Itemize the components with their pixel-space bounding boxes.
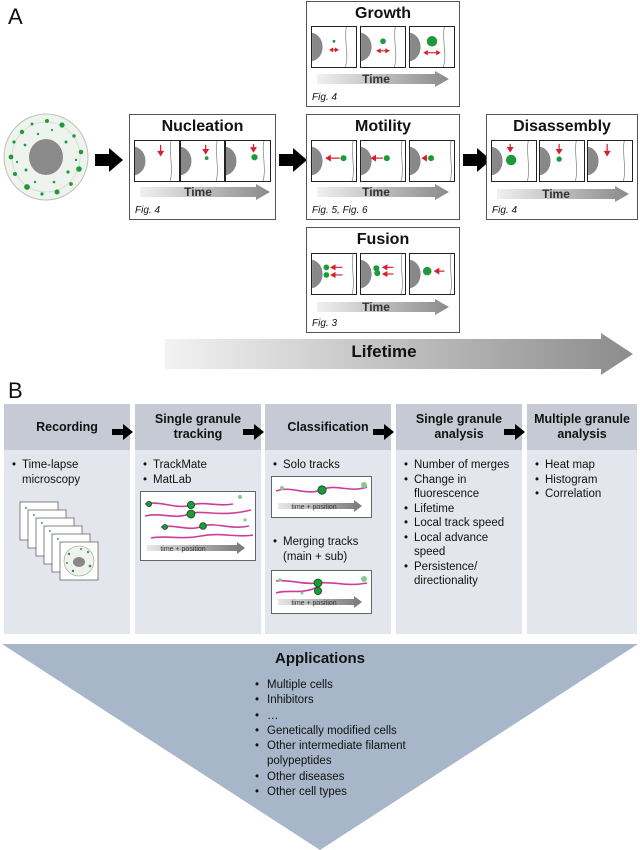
time-arrow: Time xyxy=(317,184,449,200)
frame-1 xyxy=(311,253,357,295)
list-item: MatLab xyxy=(143,473,257,488)
panel-a-label: A xyxy=(8,4,23,29)
column-classification: Classification Solo tracks time + positi… xyxy=(265,404,391,634)
merging-axis-label: time + position xyxy=(291,600,336,607)
frame-3 xyxy=(409,26,455,68)
microscopy-stack-illustration xyxy=(19,501,99,581)
arrow-cell-to-nucleation xyxy=(95,148,123,172)
frame-3 xyxy=(409,253,455,295)
application-item: Other intermediate filament polypeptides xyxy=(255,739,437,770)
time-arrow: Time xyxy=(317,299,449,315)
stage-motility: Motility Time Fig. 5, Fig. 6 xyxy=(306,114,460,220)
stage-growth: Growth Time Fig. 4 xyxy=(306,1,460,107)
stage-title: Disassembly xyxy=(513,118,611,135)
column-header: Multiple granule analysis xyxy=(527,404,637,450)
stage-nucleation: Nucleation Time Fig. 4 xyxy=(129,114,276,220)
frame-2 xyxy=(179,140,226,182)
solo-axis-label: time + position xyxy=(291,504,336,511)
column-header: Classification xyxy=(265,404,391,450)
tracking-axis-label: time + position xyxy=(160,546,205,553)
arrow-motility-to-disassembly xyxy=(463,148,491,172)
column-header: Single granule tracking xyxy=(135,404,261,450)
frame-3 xyxy=(587,140,633,182)
column-header: Recording xyxy=(4,404,130,450)
time-label: Time xyxy=(542,187,570,201)
application-item: Genetically modified cells xyxy=(255,724,437,740)
application-item: Other cell types xyxy=(255,785,437,801)
list-item: Time-lapse microscopy xyxy=(12,458,126,487)
arrow-step-1 xyxy=(112,424,134,445)
cell-illustration xyxy=(3,113,89,201)
frame-3 xyxy=(409,140,455,182)
lifetime-arrow: Lifetime xyxy=(165,333,633,375)
tracking-illustration: time + position xyxy=(140,491,256,561)
time-label: Time xyxy=(362,300,390,314)
list-item: Histogram xyxy=(535,473,633,488)
stage-title: Growth xyxy=(355,5,411,22)
frame-2 xyxy=(539,140,585,182)
application-item: … xyxy=(255,709,437,725)
figure-reference: Fig. 3 xyxy=(312,318,338,329)
figure-reference: Fig. 4 xyxy=(492,205,518,216)
lifetime-label: Lifetime xyxy=(351,342,417,361)
list-item: TrackMate xyxy=(143,458,257,473)
panel-b-label: B xyxy=(8,378,23,403)
stage-title: Fusion xyxy=(356,231,410,248)
list-item: Local advance speed xyxy=(404,531,518,560)
applications-section: Applications Multiple cells Inhibitors …… xyxy=(0,640,640,850)
application-item: Other diseases xyxy=(255,770,437,786)
column-recording: Recording Time-lapse microscopy xyxy=(4,404,130,634)
time-label: Time xyxy=(184,185,212,199)
column-single-granule-analysis: Single granule analysis Number of merges… xyxy=(396,404,522,634)
stage-disassembly: Disassembly Time Fig. 4 xyxy=(486,114,638,220)
arrow-nucleation-to-motility xyxy=(279,148,307,172)
frame-1 xyxy=(491,140,537,182)
frame-2 xyxy=(360,26,406,68)
frame-1 xyxy=(134,140,180,182)
time-arrow: Time xyxy=(497,186,629,202)
list-item: Number of merges xyxy=(404,458,518,473)
list-item: Persistence/ directionality xyxy=(404,560,518,589)
arrow-step-2 xyxy=(243,424,265,445)
list-item: Solo tracks xyxy=(273,458,387,473)
time-arrow: Time xyxy=(140,184,270,200)
applications-title: Applications xyxy=(274,650,365,667)
frame-2 xyxy=(360,253,406,295)
column-multiple-granule-analysis: Multiple granule analysis Heat map Histo… xyxy=(527,404,637,634)
column-header: Single granule analysis xyxy=(396,404,522,450)
frame-1 xyxy=(311,140,357,182)
arrow-step-4 xyxy=(504,424,526,445)
stage-title: Nucleation xyxy=(161,118,244,135)
frame-1 xyxy=(311,26,357,68)
column-single-granule-tracking: Single granule tracking TrackMate MatLab… xyxy=(135,404,261,634)
solo-tracks-illustration: time + position xyxy=(271,476,372,518)
time-arrow: Time xyxy=(317,71,449,87)
stage-title: Motility xyxy=(355,118,411,135)
time-label: Time xyxy=(362,185,390,199)
list-item: Correlation xyxy=(535,487,633,502)
frame-3 xyxy=(225,140,272,182)
figure-reference: Fig. 4 xyxy=(135,205,161,216)
figure-reference: Fig. 5, Fig. 6 xyxy=(312,205,368,216)
list-item: Change in fluorescence xyxy=(404,473,518,502)
list-item: Lifetime xyxy=(404,502,518,517)
time-label: Time xyxy=(362,72,390,86)
stage-fusion: Fusion Time Fig. 3 xyxy=(306,227,460,333)
merging-tracks-illustration: time + position xyxy=(271,570,372,614)
figure-reference: Fig. 4 xyxy=(312,92,338,103)
list-item: Local track speed xyxy=(404,516,518,531)
list-item: Heat map xyxy=(535,458,633,473)
frame-2 xyxy=(360,140,406,182)
list-item: Merging tracks (main + sub) xyxy=(273,535,387,564)
application-item: Multiple cells xyxy=(255,678,437,694)
application-item: Inhibitors xyxy=(255,693,437,709)
arrow-step-3 xyxy=(373,424,395,445)
